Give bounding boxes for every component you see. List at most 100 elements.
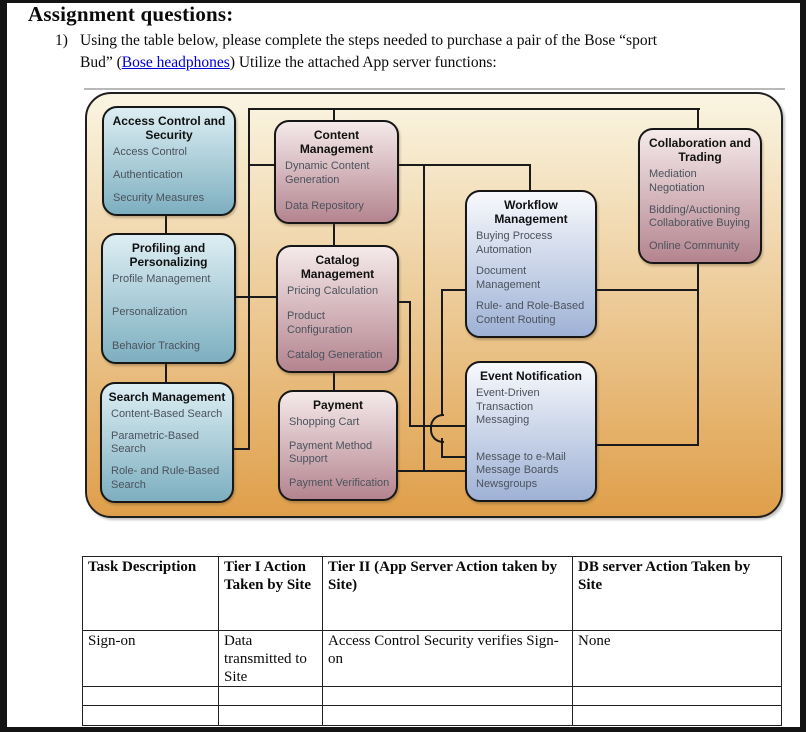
box-title: Workflow Management <box>494 198 568 226</box>
content-management-box: Content Management Dynamic Content Gener… <box>274 120 399 224</box>
question-line-2: Bud” (Bose headphones) Utilize the attac… <box>55 52 657 74</box>
box-title: Payment <box>312 398 364 412</box>
connector-line <box>441 289 443 415</box>
box-item: Security Measures <box>113 191 205 204</box>
box-item: Dynamic Content Generation <box>285 160 370 186</box>
page-title: Assignment questions: <box>28 2 234 26</box>
event-notification-box: Event Notification Event-Driven Transact… <box>465 361 597 502</box>
column-header: Task Description <box>82 556 219 631</box>
connector-line <box>441 456 465 458</box>
box-title: Event Notification <box>479 369 582 383</box>
connector-line <box>697 108 699 129</box>
connector-line <box>395 301 410 303</box>
collaboration-and-trading-box: Collaboration and Trading Mediation Nego… <box>638 128 762 264</box>
column-header: Tier I Action Taken by Site <box>218 556 323 631</box>
box-item: Bidding/Auctioning Collaborative Buying <box>649 203 750 230</box>
table-cell <box>218 705 323 726</box>
box-item: Message to e-Mail Message Boards Newsgro… <box>476 450 566 490</box>
connector-line <box>593 444 698 446</box>
box-item: Product Configuration <box>287 310 353 336</box>
question-1: 1)Using the table below, please complete… <box>55 30 657 74</box>
page-edge-left <box>0 0 7 732</box>
connector-line <box>395 164 530 166</box>
box-item: Behavior Tracking <box>112 339 201 352</box>
table-row <box>82 686 782 706</box>
box-item: Profile Management <box>112 273 211 285</box>
box-item: Document Management <box>476 265 541 291</box>
box-title: Access Control and Security <box>112 114 226 142</box>
connector-line <box>441 438 443 458</box>
page-edge-top <box>0 0 806 3</box>
table-cell <box>572 686 782 706</box>
table-cell: Access Control Security verifies Sign-on <box>322 630 573 687</box>
table-cell: None <box>572 630 782 687</box>
question-text-line2-post: ) Utilize the attached App server functi… <box>229 54 497 71</box>
box-item: Authentication <box>113 168 183 181</box>
workflow-management-box: Workflow Management Buying Process Autom… <box>465 190 597 338</box>
connector-line <box>230 448 250 450</box>
profiling-and-personalizing-box: Profiling and Personalizing Profile Mana… <box>101 233 236 364</box>
table-cell <box>572 705 782 726</box>
box-title: Search Management <box>108 390 226 404</box>
table-cell <box>218 686 323 706</box>
connector-line <box>409 301 411 427</box>
box-title: Profiling and Personalizing <box>129 241 208 269</box>
connector-line <box>423 164 425 472</box>
connector-line <box>333 220 335 245</box>
column-header: DB server Action Taken by Site <box>572 556 782 631</box>
connector-line <box>232 296 276 298</box>
connector-line <box>697 260 699 446</box>
connector-line <box>333 108 335 121</box>
box-item: Mediation Negotiation <box>649 168 705 194</box>
box-item: Content-Based Search <box>111 408 223 420</box>
page-edge-right <box>800 0 806 732</box>
box-item: Access Control <box>113 146 187 158</box>
table-cell <box>82 686 219 706</box>
box-item: Pricing Calculation <box>287 285 379 297</box>
box-item: Buying Process Automation <box>476 230 553 256</box>
connector-line <box>441 289 465 291</box>
access-control-and-security-box: Access Control and Security Access Contr… <box>102 106 236 216</box>
connector-line <box>394 470 465 472</box>
line-crossing-hop <box>430 414 444 443</box>
table-cell: Data transmitted to Site <box>218 630 323 687</box>
table-cell <box>322 705 573 726</box>
app-server-functions-diagram: Access Control and Security Access Contr… <box>80 88 786 520</box>
box-item: Shopping Cart <box>289 416 360 428</box>
table-cell <box>82 705 219 726</box>
bose-headphones-link[interactable]: Bose headphones <box>121 54 230 71</box>
box-item: Data Repository <box>285 199 364 212</box>
box-item: Payment Verification <box>289 476 390 489</box>
connector-line <box>248 108 700 110</box>
box-item: Rule- and Role-Based Content Routing <box>476 300 585 326</box>
question-number: 1) <box>55 32 68 49</box>
box-item: Personalization <box>112 306 188 319</box>
diagram-top-border <box>84 88 785 90</box>
box-item: Payment Method Support <box>289 439 373 466</box>
table-cell <box>322 686 573 706</box>
box-title: Catalog Management <box>300 253 375 281</box>
connector-line <box>248 108 250 450</box>
box-item: Catalog Generation <box>287 348 383 361</box>
box-item: Parametric-Based Search <box>111 429 200 456</box>
box-title: Collaboration and Trading <box>649 136 751 164</box>
connector-line <box>165 212 167 233</box>
table-row <box>82 705 782 726</box>
column-header: Tier II (App Server Action taken by Site… <box>322 556 573 631</box>
question-line-1: 1)Using the table below, please complete… <box>55 30 657 52</box>
connector-line <box>529 164 531 190</box>
